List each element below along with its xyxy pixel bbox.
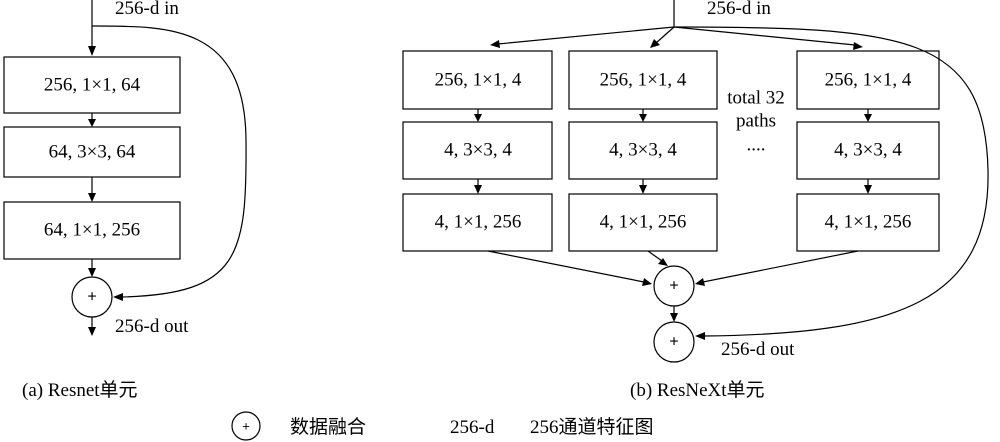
resnext-layer-label: 256, 1×1, 4 <box>435 69 522 90</box>
resnext-fanout-edge <box>655 26 675 44</box>
arrowhead <box>88 119 96 127</box>
resnext-merge-edge <box>487 250 645 283</box>
resnext-layer-label: 4, 3×3, 4 <box>834 139 902 160</box>
resnext-output-label: 256-d out <box>721 339 795 360</box>
arrowhead <box>88 327 96 336</box>
resnext-layer-label: 256, 1×1, 4 <box>825 69 912 90</box>
resnext-merge-edge <box>647 250 663 262</box>
resnet-shortcut-edge <box>91 25 247 298</box>
resnext-layer-3 <box>402 193 553 252</box>
resnext-layer-1 <box>402 50 553 110</box>
arrowhead <box>474 185 482 194</box>
arrowhead <box>695 278 705 286</box>
arrowhead <box>113 293 123 301</box>
resnet-layer-3-label: 64, 1×1, 256 <box>44 219 140 240</box>
legend-fusion-label: 数据融合 <box>290 416 366 438</box>
resnext-layer-label: 4, 1×1, 256 <box>825 211 912 232</box>
arrowhead <box>88 46 96 56</box>
resnext-layer-1 <box>796 50 940 110</box>
resnext-layer-label: 4, 1×1, 256 <box>435 211 522 232</box>
resnext-path-2: 256, 1×1, 4 4, 3×3, 4 4, 1×1, 256 <box>568 50 718 252</box>
arrowhead <box>695 332 705 340</box>
legend-fusion-icon <box>231 411 261 441</box>
arrowhead <box>88 268 96 277</box>
paths-ellipsis: .... <box>747 134 766 155</box>
resnext-unit: 256-d in 256, 1×1, 4 4, 3×3, 4 4, 1×1, 2… <box>402 0 989 401</box>
arrowhead <box>639 114 647 122</box>
paths-note-line1: total 32 <box>727 87 785 108</box>
arrowhead <box>650 39 660 48</box>
resnext-path-3: 256, 1×1, 4 4, 3×3, 4 4, 1×1, 256 <box>796 50 940 252</box>
resnext-caption: (b) ResNeXt单元 <box>630 379 765 401</box>
resnext-fanout-edge <box>673 26 856 46</box>
arrowhead <box>474 114 482 122</box>
resnext-layer-label: 4, 3×3, 4 <box>609 139 677 160</box>
resnext-layer-label: 4, 1×1, 256 <box>600 211 687 232</box>
resnext-input-label: 256-d in <box>707 0 771 19</box>
legend-dim-key: 256-d <box>450 417 495 438</box>
legend-dim-label: 256通道特征图 <box>530 416 654 438</box>
resnet-input-label: 256-d in <box>115 0 179 19</box>
arrowhead <box>853 42 863 50</box>
resnext-fusion-node <box>653 321 695 363</box>
resnext-fusion-symbol: + <box>669 334 678 351</box>
resnet-layer-2 <box>3 126 181 178</box>
resnext-fanout-edge <box>497 26 675 45</box>
arrowhead <box>864 185 872 194</box>
resnext-merge-edge <box>702 250 859 283</box>
resnext-layer-2 <box>568 121 718 180</box>
legend-fusion-symbol: + <box>242 419 250 434</box>
resnext-path-1: 256, 1×1, 4 4, 3×3, 4 4, 1×1, 256 <box>402 50 553 252</box>
resnet-caption: (a) Resnet单元 <box>22 379 138 401</box>
resnet-layer-3 <box>3 201 181 260</box>
arrowhead <box>490 40 500 48</box>
resnet-output-label: 256-d out <box>115 316 189 337</box>
resnet-fusion-symbol: + <box>87 289 96 306</box>
arrowhead <box>639 185 647 194</box>
resnext-layer-1 <box>568 50 718 110</box>
resnet-unit: 256-d in 256, 1×1, 64 64, 3×3, 64 64, 1×… <box>3 0 247 401</box>
arrowhead <box>658 258 668 266</box>
arrowhead <box>670 313 678 322</box>
arrowhead <box>642 278 652 286</box>
resnext-aggregate-symbol: + <box>669 278 678 295</box>
arrowhead <box>864 114 872 122</box>
legend: + 数据融合 256-d 256通道特征图 <box>231 411 654 441</box>
resnet-layer-2-label: 64, 3×3, 64 <box>49 141 136 162</box>
paths-note-line2: paths <box>736 110 776 131</box>
resnext-layer-2 <box>796 121 940 180</box>
resnet-layer-1-label: 256, 1×1, 64 <box>44 74 141 95</box>
resnext-layer-label: 256, 1×1, 4 <box>600 69 687 90</box>
resnext-shortcut-edge <box>673 26 989 337</box>
resnext-layer-3 <box>796 193 940 252</box>
arrowhead <box>88 193 96 202</box>
resnext-layer-label: 4, 3×3, 4 <box>444 139 512 160</box>
resnext-layer-3 <box>568 193 718 252</box>
